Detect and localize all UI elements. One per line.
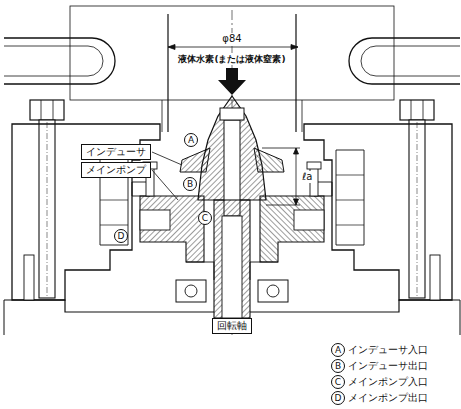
length-dimension	[294, 148, 299, 205]
part-label-box: 回転軸	[212, 318, 252, 334]
part-label-box: メインポンプ	[81, 162, 151, 178]
diameter-dimension	[168, 45, 298, 50]
dimension-text: ℓa	[300, 171, 314, 183]
inducer-hub	[220, 108, 244, 120]
legend-text: インデューサ入口	[348, 344, 428, 356]
rotating-shaft	[214, 200, 250, 318]
node-text: インデューサ	[86, 146, 146, 158]
node-text: B	[184, 178, 196, 190]
legend-text: インデューサ出口	[348, 360, 428, 372]
legend-callout: C	[331, 375, 345, 389]
length-dimension	[262, 148, 300, 149]
node-text: A	[332, 344, 344, 356]
part-label-box: インデューサ	[81, 144, 151, 160]
callout-circle: C	[198, 211, 212, 225]
callout-circle: D	[114, 229, 128, 243]
node-text: D	[332, 392, 344, 404]
dimension-text: φ84	[220, 33, 243, 45]
rotating-shaft	[214, 200, 250, 318]
legend-callout: A	[331, 343, 345, 357]
length-dimension	[296, 148, 297, 205]
node-text: C	[332, 376, 344, 388]
leader-lines	[152, 170, 178, 200]
node-text: D	[115, 230, 127, 242]
legend-callout: D	[331, 391, 345, 405]
node-text: 回転軸	[217, 320, 247, 332]
legend-text: メインポンプ入口	[348, 376, 428, 388]
flow-arrow	[218, 68, 246, 95]
legend-callout: B	[331, 359, 345, 373]
legend-text: メインポンプ出口	[348, 392, 428, 404]
inducer-hub	[198, 96, 266, 216]
callout-circle: A	[184, 133, 198, 147]
flow-arrow	[218, 68, 246, 95]
node-text: C	[199, 212, 211, 224]
length-dimension	[266, 205, 300, 206]
flow-label: 液体水素(または液体窒素)	[176, 53, 287, 65]
callout-circle: B	[183, 177, 197, 191]
rotating-shaft	[222, 216, 242, 318]
node-text: メインポンプ	[86, 164, 146, 176]
length-dimension	[262, 148, 300, 205]
housing-frame	[70, 6, 394, 100]
leader-lines	[152, 152, 182, 200]
housing-frame	[70, 6, 394, 100]
diameter-dimension	[168, 47, 298, 48]
leader-lines	[152, 152, 182, 165]
node-text: B	[332, 360, 344, 372]
diameter-dimension	[168, 45, 298, 50]
node-text: A	[185, 134, 197, 146]
